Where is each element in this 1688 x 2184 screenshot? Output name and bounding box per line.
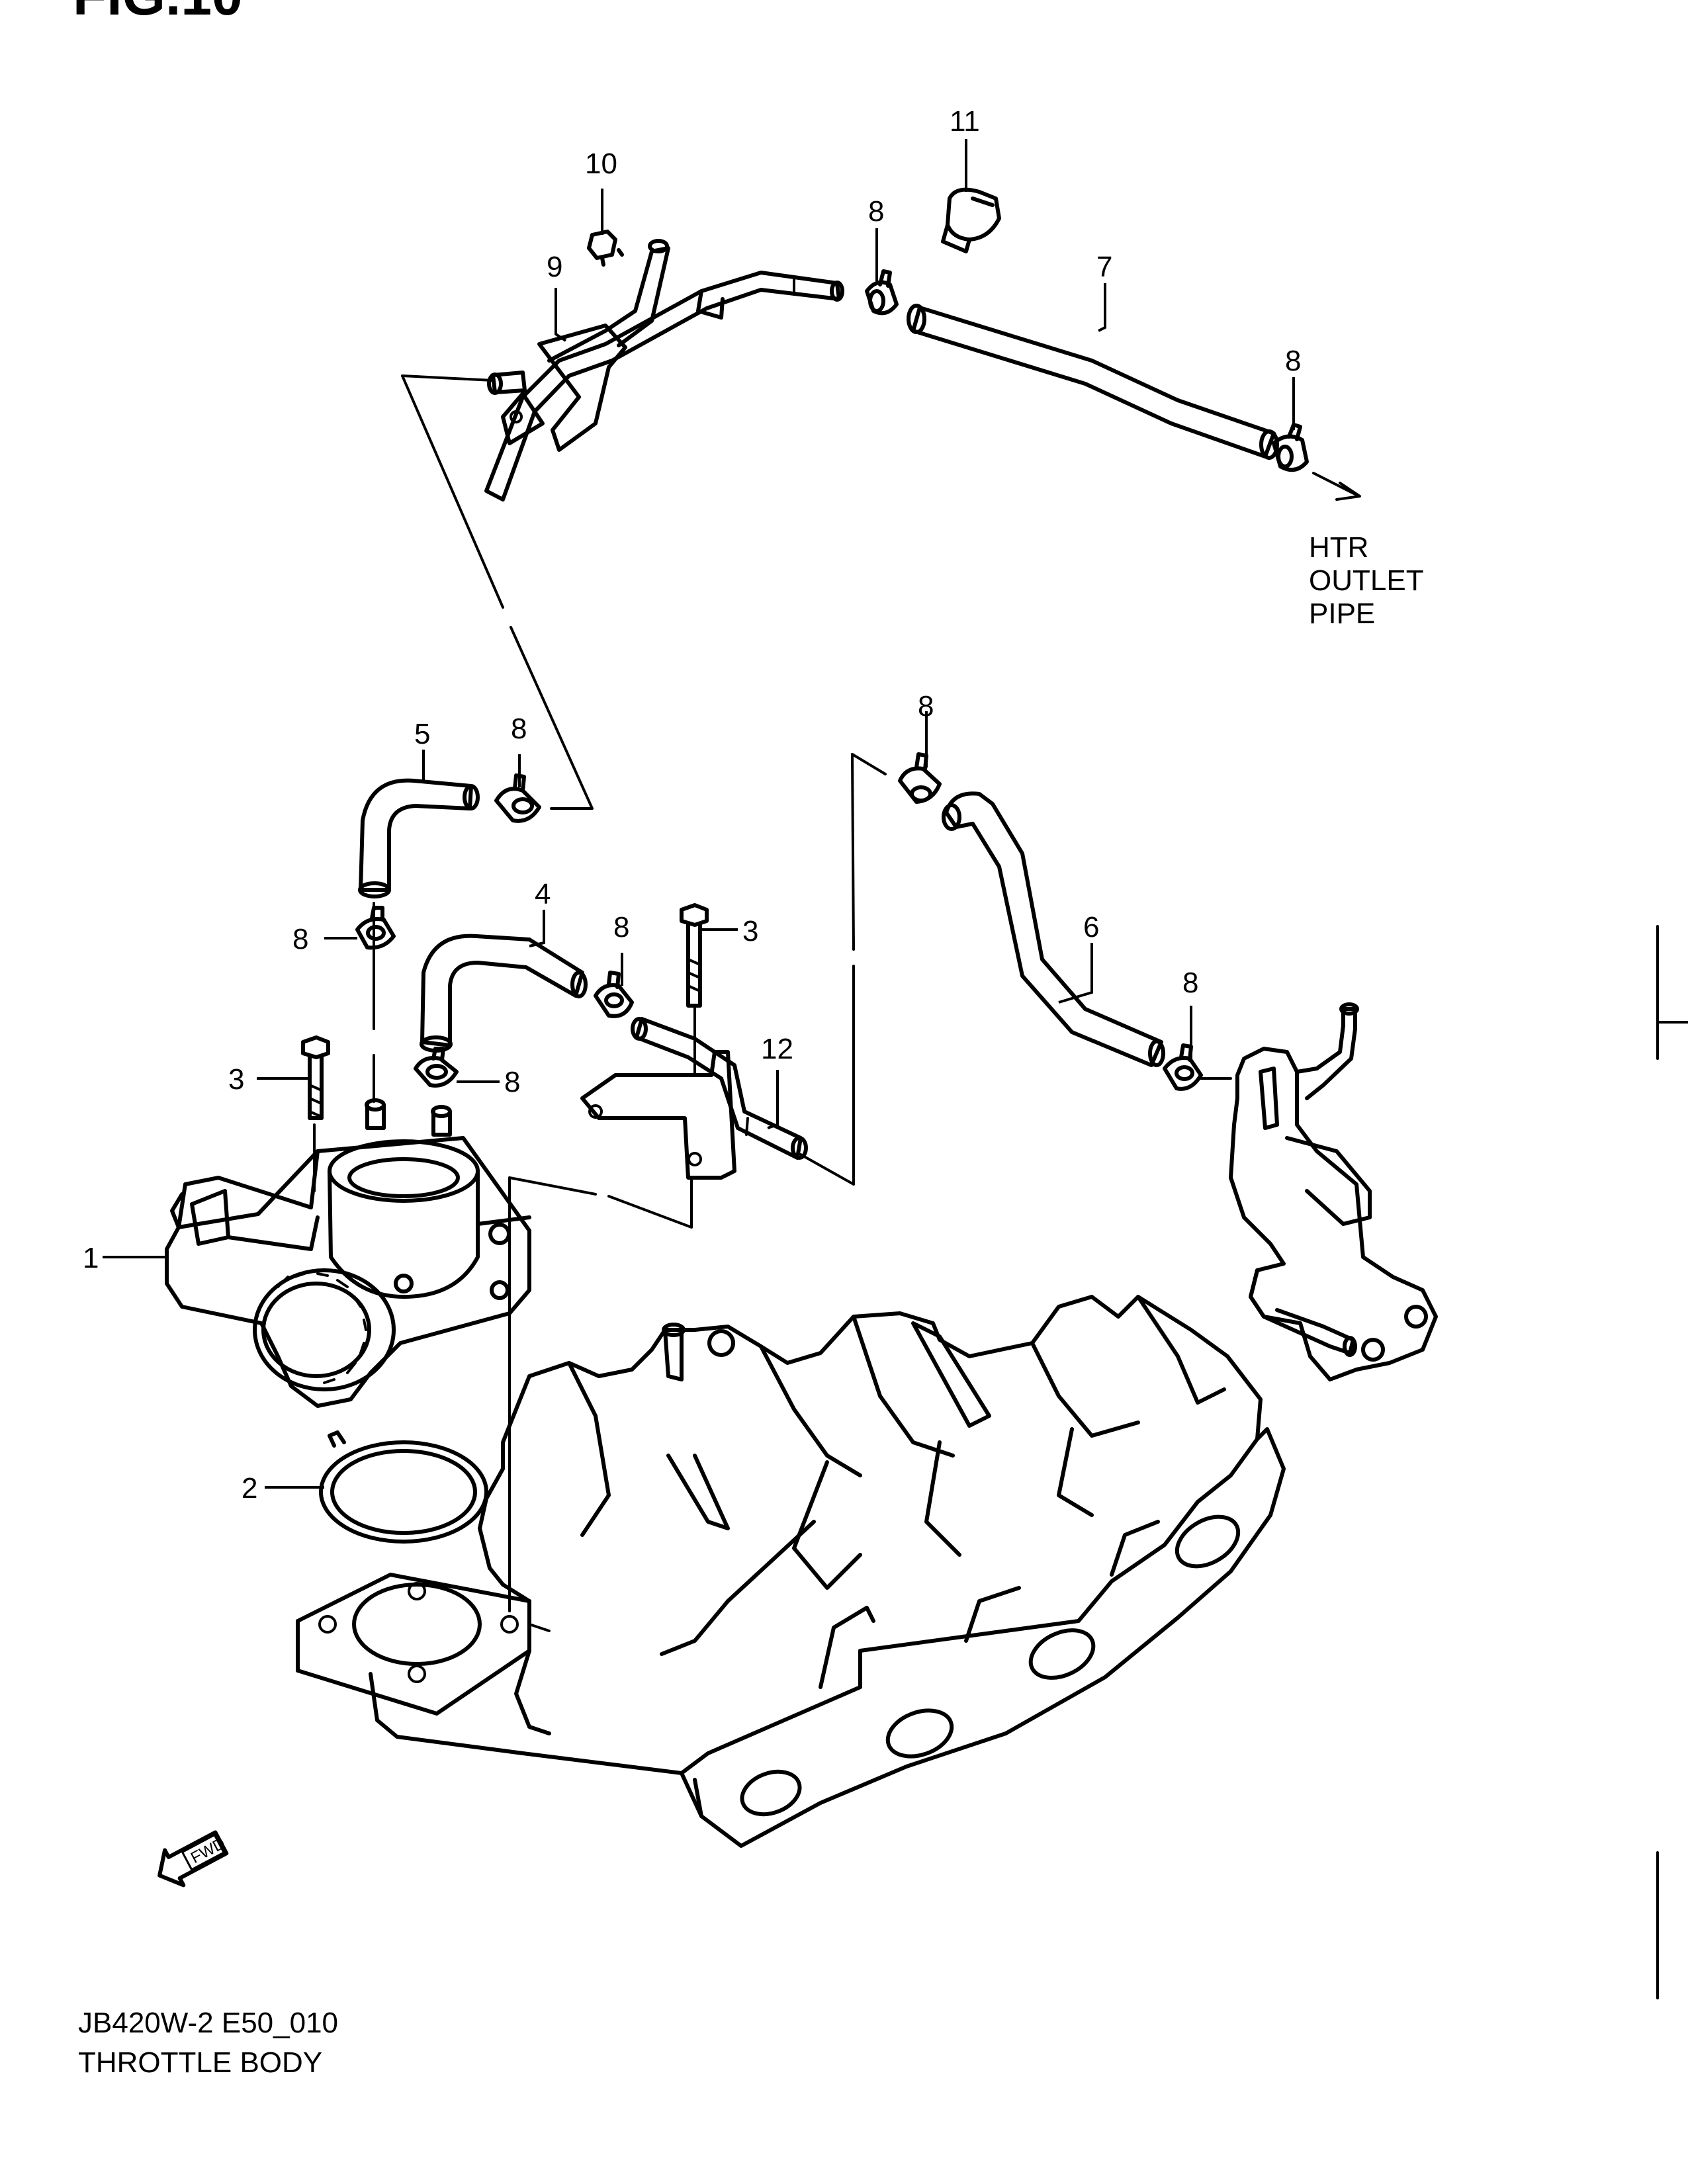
callout-8-hose6-top: 8: [918, 690, 934, 722]
part-9-water-pipe: [484, 239, 844, 502]
part-7-hose: [907, 304, 1279, 460]
leader-lines: [103, 139, 1295, 1489]
part-8-clamp-hose6-bottom: [1163, 1043, 1203, 1091]
edge-marks: [1656, 925, 1688, 1999]
callout-8-hose6-bottom: 8: [1182, 967, 1198, 999]
htr-arrow: [1312, 472, 1361, 501]
part-3-bolt-lower: [301, 1035, 330, 1120]
part-8-clamp-hose4: [594, 971, 634, 1018]
callout-8-top-left: 8: [868, 195, 884, 228]
htr-note-line-3: PIPE: [1309, 597, 1375, 630]
part-1-throttle-body: [165, 1098, 531, 1408]
callout-5: 5: [414, 718, 430, 750]
callout-9: 9: [547, 251, 562, 283]
diagram-code: JB420W-2 E50_010: [78, 2007, 338, 2039]
part-11-clip: [941, 187, 1001, 253]
callout-10: 10: [585, 148, 617, 180]
part-8-clamp-top-left: [865, 269, 899, 316]
callout-12: 12: [761, 1033, 793, 1065]
callout-8-hose5: 8: [511, 713, 527, 745]
callout-1: 1: [83, 1242, 99, 1274]
part-4-hose: [420, 934, 588, 1053]
part-8-clamp-lower-left: [414, 1047, 459, 1088]
part-8-clamp-hose5: [494, 773, 541, 823]
part-6-hose: [942, 791, 1165, 1067]
callout-7: 7: [1096, 251, 1112, 283]
htr-note-line-2: OUTLET: [1309, 564, 1424, 597]
diagram-name: THROTTLE BODY: [78, 2046, 322, 2079]
part-5-hose: [358, 778, 480, 898]
figure-title: FIG.10: [73, 0, 243, 26]
part-8-clamp-top-right: [1272, 423, 1309, 472]
connection-lines: [313, 374, 1232, 1632]
callout-3-lower: 3: [228, 1063, 244, 1096]
part-2-gasket: [319, 1430, 488, 1544]
intake-manifold: [296, 1295, 1286, 1848]
fwd-arrow: FWD: [157, 1830, 229, 1888]
part-8-clamp-left-mid: [355, 906, 396, 950]
callout-8-left-mid: 8: [292, 923, 308, 955]
callout-11: 11: [950, 105, 980, 138]
callout-8-lower-left: 8: [504, 1066, 520, 1098]
right-bracket-pipe: [1229, 1002, 1438, 1381]
part-3-bolt-upper: [680, 903, 709, 1008]
part-8-clamp-hose6-top: [898, 752, 942, 804]
part-10-bolt: [587, 230, 624, 267]
callout-2: 2: [242, 1472, 257, 1505]
callout-8-top-right: 8: [1285, 345, 1301, 377]
callout-6: 6: [1083, 911, 1099, 943]
callout-4: 4: [535, 878, 551, 910]
htr-note-line-1: HTR: [1309, 531, 1368, 564]
part-12-bracket-pipe: [580, 1017, 808, 1180]
callout-3-upper: 3: [742, 915, 758, 947]
callout-8-hose4: 8: [613, 911, 629, 943]
